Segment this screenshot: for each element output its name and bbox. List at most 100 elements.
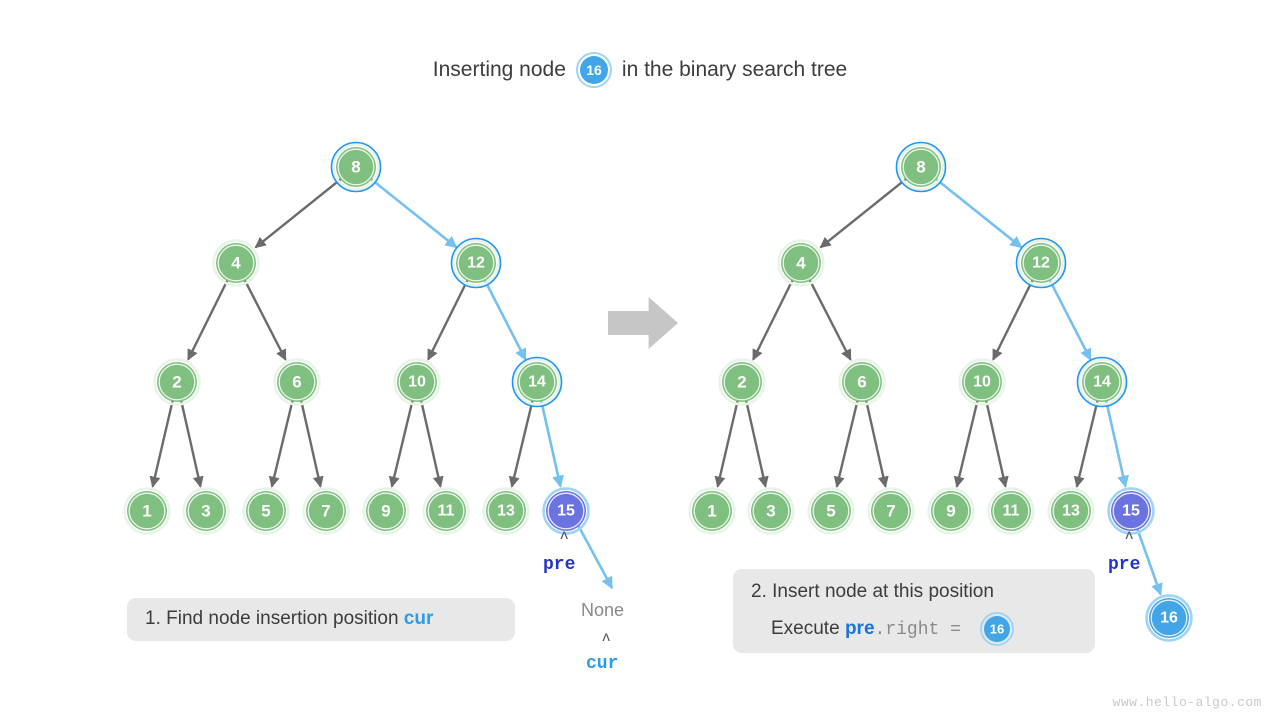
tree-edge bbox=[539, 400, 564, 488]
caret-icon: ʌ bbox=[1125, 528, 1134, 544]
tree-node-value: 3 bbox=[201, 502, 210, 521]
caption-step-1: 1. Find node insertion position cur bbox=[127, 598, 515, 641]
tree-node: 6 bbox=[838, 358, 886, 406]
tree-node-value: 11 bbox=[1003, 503, 1020, 520]
tree-node: 4 bbox=[777, 239, 825, 287]
tree-node-value: 12 bbox=[1032, 255, 1050, 272]
tree-node-value: 14 bbox=[1093, 374, 1111, 391]
tree-edge bbox=[864, 400, 889, 488]
tree-edge bbox=[388, 400, 414, 488]
tree-edge bbox=[984, 400, 1009, 488]
caption-right-number: 2. bbox=[751, 581, 767, 602]
caption-pre-keyword: pre bbox=[844, 618, 875, 640]
tree-node-value: 15 bbox=[1122, 503, 1140, 520]
tree-node: 11 bbox=[987, 487, 1035, 535]
tree-node: 11 bbox=[422, 487, 470, 535]
tree-edge bbox=[744, 400, 769, 488]
tree-node-value: 15 bbox=[557, 503, 575, 520]
tree-edge bbox=[1136, 528, 1163, 596]
tree-node: 2 bbox=[153, 358, 201, 406]
tree-node: 5 bbox=[807, 487, 855, 535]
tree-node-value: 5 bbox=[261, 502, 270, 521]
title-prefix: Inserting node bbox=[432, 58, 566, 81]
watermark: www.hello-algo.com bbox=[1112, 695, 1262, 710]
tree-edge bbox=[1104, 400, 1129, 488]
title-node-badge: 16 bbox=[575, 52, 612, 88]
tree-node-value: 6 bbox=[857, 373, 866, 392]
tree-edge bbox=[268, 400, 294, 488]
tree-node: 15 bbox=[542, 487, 590, 535]
tree-node-value: 13 bbox=[497, 503, 515, 520]
caption-code-fragment: .right = bbox=[874, 620, 972, 641]
tree-edge bbox=[714, 400, 739, 488]
tree-node: 13 bbox=[1047, 487, 1095, 535]
tree-node-value: 1 bbox=[707, 502, 716, 521]
transition-arrow bbox=[608, 297, 678, 349]
step-transition-arrow-icon bbox=[608, 297, 678, 349]
dangling-edge-to-none bbox=[576, 524, 614, 590]
tree-node-value: 10 bbox=[408, 374, 426, 391]
caption-execute-word: Execute bbox=[771, 618, 840, 640]
tree-node: 14 bbox=[1076, 356, 1128, 408]
tree-node: 16 bbox=[1145, 594, 1193, 642]
cur-pointer-label: cur bbox=[586, 654, 619, 674]
pre-pointer-label: pre bbox=[543, 555, 576, 575]
tree-edge bbox=[819, 177, 907, 249]
tree-edge bbox=[179, 400, 204, 488]
tree-node: 5 bbox=[242, 487, 290, 535]
tree-edges bbox=[149, 177, 1163, 596]
tree-node: 2 bbox=[718, 358, 766, 406]
title-suffix: in the binary search tree bbox=[621, 58, 848, 81]
tree-edge bbox=[953, 400, 979, 488]
tree-edge bbox=[483, 279, 527, 361]
tree-node-value: 8 bbox=[351, 158, 360, 177]
tree-node: 3 bbox=[747, 487, 795, 535]
tree-edge bbox=[992, 279, 1034, 361]
tree-edge bbox=[427, 279, 469, 361]
tree-node: 9 bbox=[927, 487, 975, 535]
caption-left-number: 1. bbox=[145, 608, 161, 629]
tree-node-value: 7 bbox=[886, 502, 895, 521]
tree-edge bbox=[187, 279, 229, 361]
tree-edge bbox=[243, 279, 287, 361]
tree-edge bbox=[254, 177, 342, 249]
caption-node-badge: 16 bbox=[979, 612, 1014, 646]
caption-left-text: Find node insertion position bbox=[166, 608, 399, 629]
tree-node-value: 13 bbox=[1062, 503, 1080, 520]
tree-node-value: 8 bbox=[916, 158, 925, 177]
caret-icon: ʌ bbox=[560, 528, 569, 544]
caption-left-keyword: cur bbox=[403, 608, 434, 629]
tree-node: 10 bbox=[958, 358, 1006, 406]
tree-node-value: 9 bbox=[946, 502, 955, 521]
tree-node: 4 bbox=[212, 239, 260, 287]
tree-node-value: 2 bbox=[737, 373, 746, 392]
tree-node-value: 3 bbox=[766, 502, 775, 521]
tree-edge bbox=[1073, 400, 1099, 488]
caption-right-line1: 2. Insert node at this position bbox=[751, 581, 1095, 603]
tree-edge bbox=[833, 400, 859, 488]
tree-node: 1 bbox=[688, 487, 736, 535]
none-label: None bbox=[581, 600, 625, 620]
tree-node: 13 bbox=[482, 487, 530, 535]
tree-edge bbox=[1048, 279, 1092, 361]
tree-node-value: 16 bbox=[1160, 610, 1178, 627]
tree-node-value: 4 bbox=[796, 254, 806, 273]
tree-node: 14 bbox=[511, 356, 563, 408]
tree-node: 10 bbox=[393, 358, 441, 406]
title-badge-value: 16 bbox=[586, 62, 602, 78]
tree-node: 9 bbox=[362, 487, 410, 535]
caption-right-text: Insert node at this position bbox=[772, 581, 994, 602]
tree-edge bbox=[935, 177, 1023, 249]
tree-node-value: 11 bbox=[438, 503, 455, 520]
tree-node-value: 6 bbox=[292, 373, 301, 392]
tree-node-value: 5 bbox=[826, 502, 835, 521]
caption-badge-value: 16 bbox=[990, 622, 1004, 637]
caret-icon: ʌ bbox=[602, 630, 611, 646]
tree-node: 7 bbox=[302, 487, 350, 535]
pre-pointer-label: pre bbox=[1108, 555, 1141, 575]
tree-node: 1 bbox=[123, 487, 171, 535]
tree-node-value: 12 bbox=[467, 255, 485, 272]
